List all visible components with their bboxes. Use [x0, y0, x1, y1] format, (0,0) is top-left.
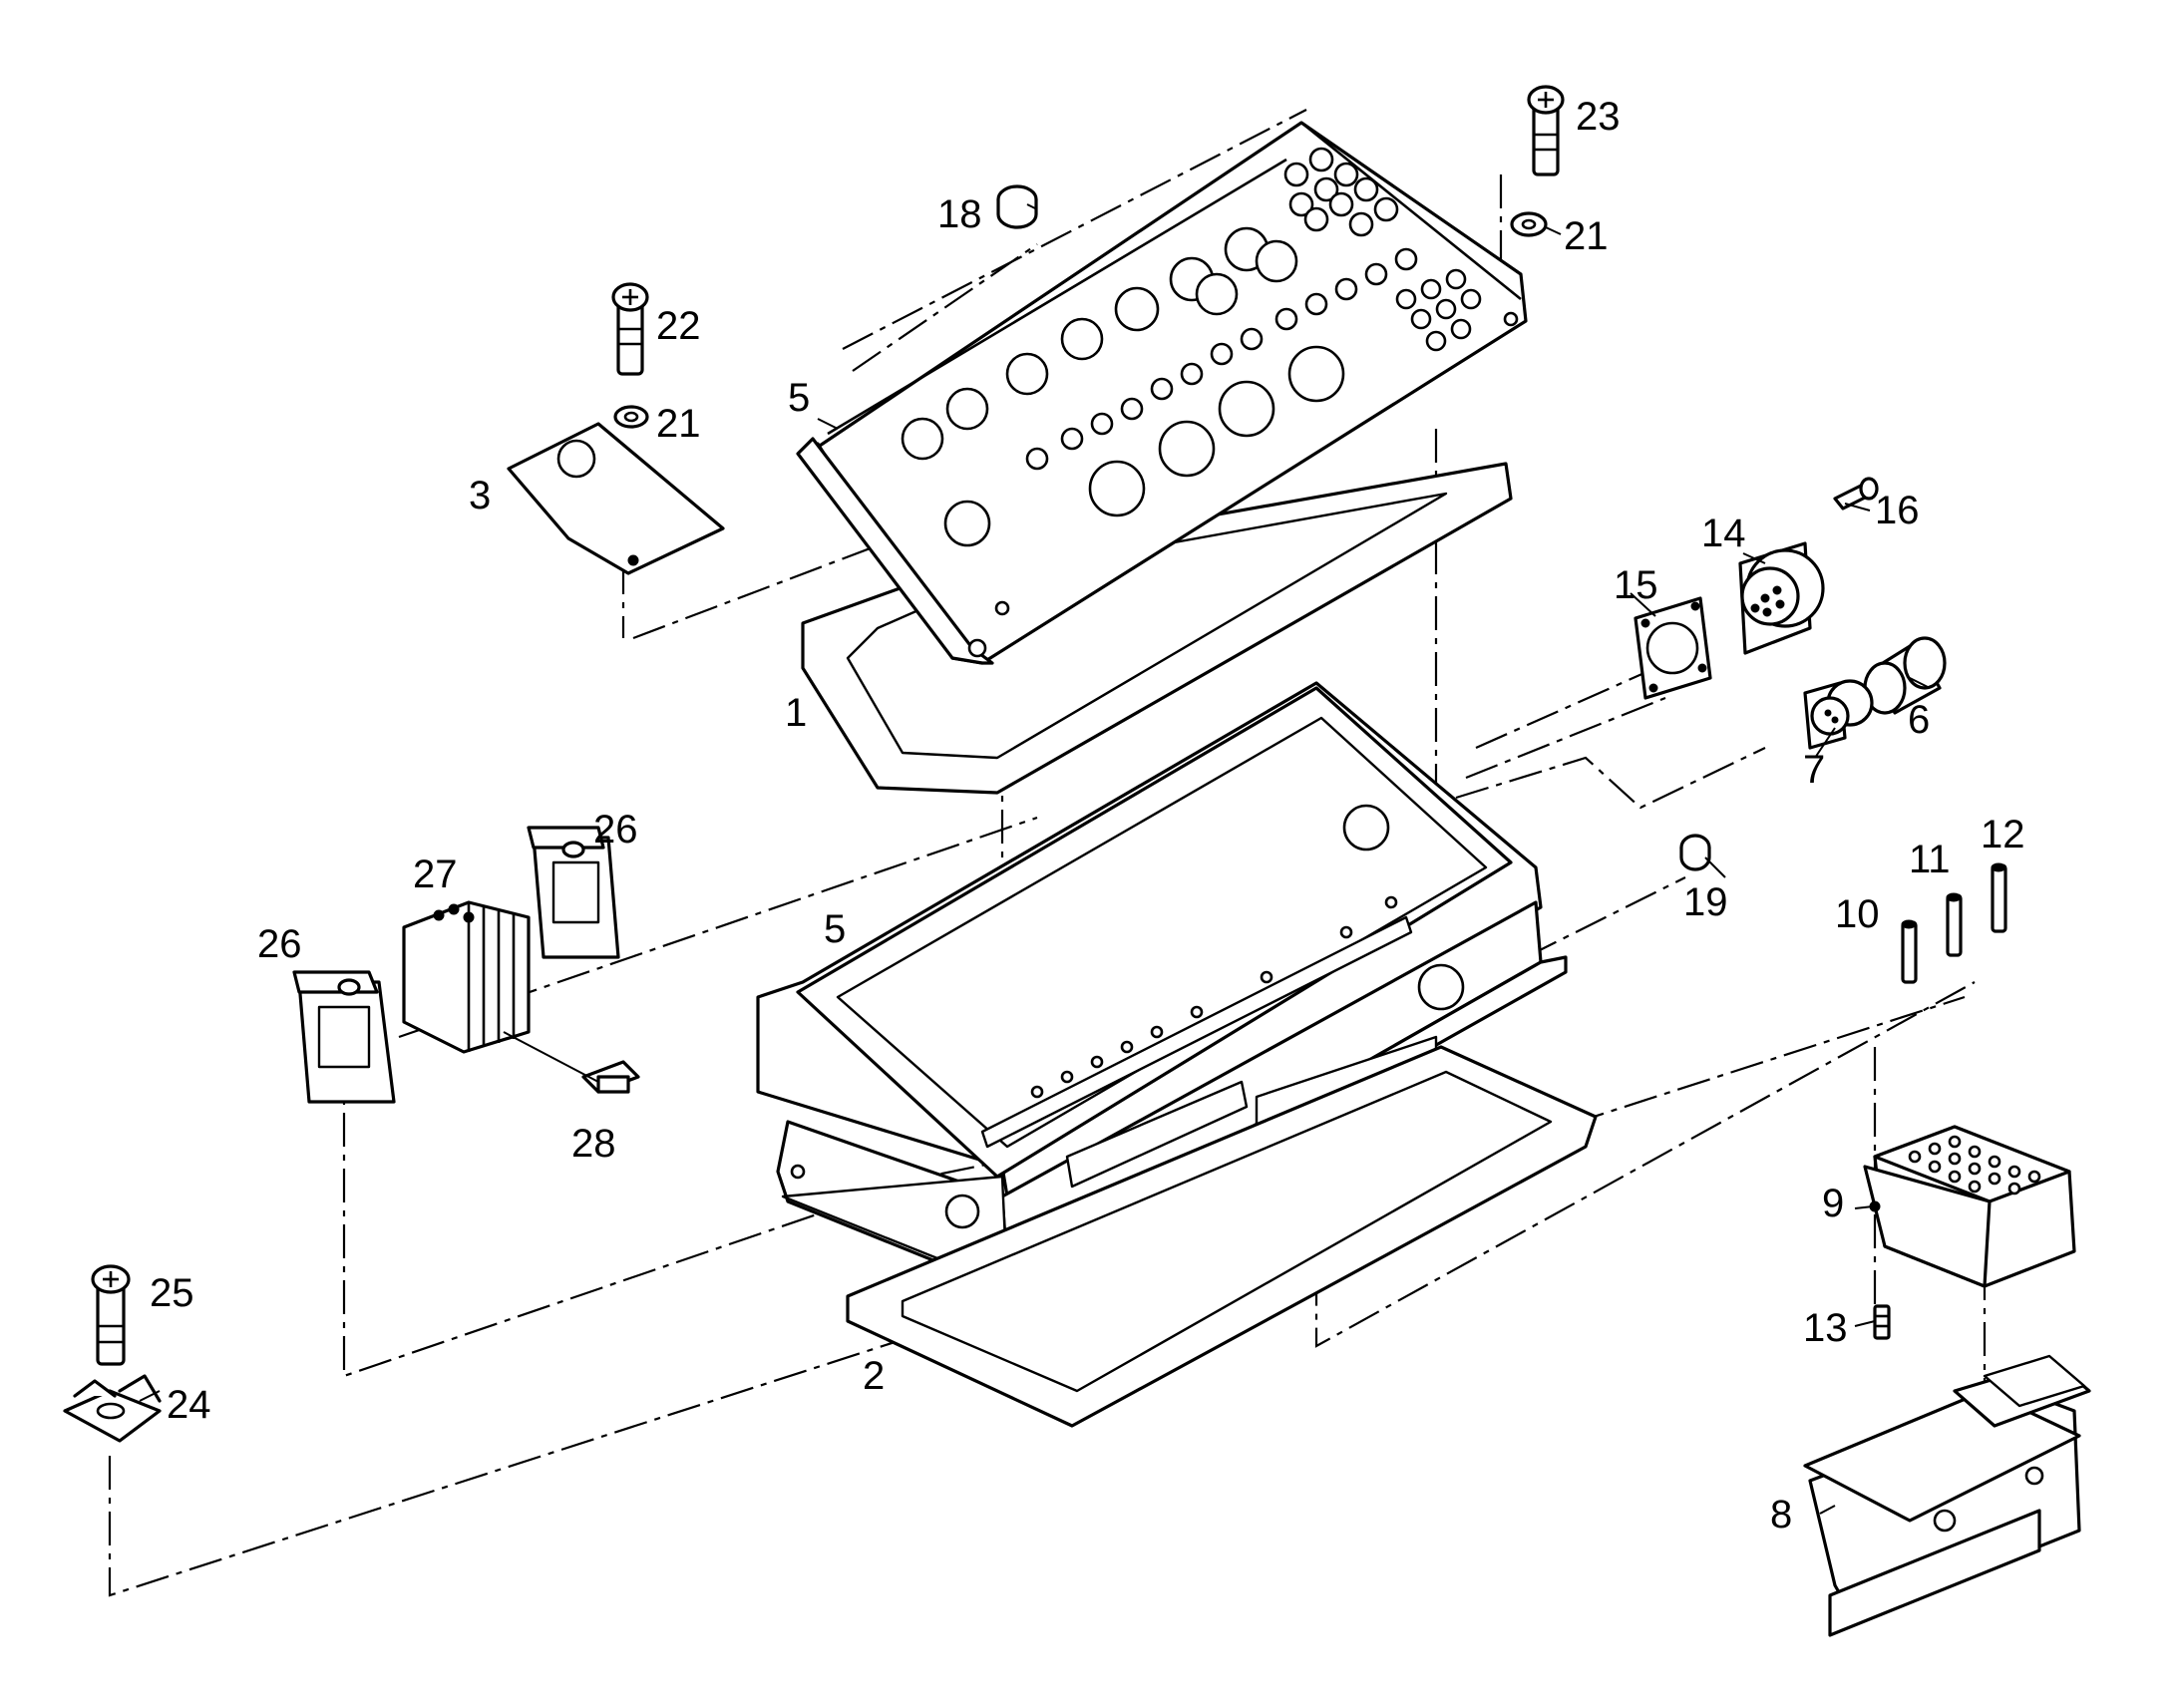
callout-26-top: 26	[593, 808, 638, 852]
washer-21-right	[1510, 211, 1548, 237]
callout-27: 27	[413, 853, 458, 896]
flange-15	[1634, 596, 1712, 700]
leader-lines	[139, 203, 1931, 1515]
bracket-plate	[507, 422, 725, 575]
screw-25	[91, 1264, 131, 1366]
callout-8: 8	[1770, 1493, 1792, 1537]
callout-25: 25	[150, 1271, 194, 1315]
pin-12	[1991, 862, 2007, 933]
terminal-block-27	[402, 900, 531, 1054]
callout-1: 1	[785, 691, 807, 735]
callout-11: 11	[1909, 838, 1951, 881]
callout-6: 6	[1908, 698, 1930, 742]
gasket-base	[846, 1045, 1598, 1428]
screw-13	[1873, 1304, 1891, 1340]
insert-pin-grid	[1908, 1135, 2041, 1196]
callout-22: 22	[656, 304, 701, 348]
end-clamp-26-top	[527, 826, 620, 959]
screw-16	[1833, 477, 1879, 511]
cover-holes	[901, 147, 1519, 658]
pin-10	[1901, 919, 1918, 984]
callout-21-right: 21	[1564, 214, 1609, 258]
callout-16: 16	[1875, 489, 1920, 532]
callout-14: 14	[1701, 512, 1746, 555]
callout-2: 2	[863, 1354, 885, 1398]
callout-19: 19	[1683, 880, 1728, 924]
insert-9	[1863, 1125, 2076, 1288]
jumper-28	[581, 1060, 640, 1094]
pin-11	[1946, 892, 1963, 957]
cover-plate	[796, 121, 1528, 665]
callout-7: 7	[1803, 748, 1825, 792]
plug-19	[1679, 834, 1711, 871]
callout-5-cover: 5	[788, 376, 810, 420]
ring-6	[1863, 636, 1947, 715]
hood-8	[1803, 1354, 2091, 1637]
connector-7	[1803, 679, 1874, 750]
plug-18	[996, 184, 1038, 229]
callout-26-bottom: 26	[257, 922, 302, 966]
callout-10: 10	[1835, 892, 1880, 936]
callout-12: 12	[1981, 813, 2025, 856]
callout-24: 24	[167, 1383, 211, 1427]
callout-18: 18	[937, 192, 982, 236]
clip-24	[63, 1374, 162, 1443]
callout-23: 23	[1576, 95, 1621, 139]
callout-labels: 1 2 3 5 5 6 7 8 9 10 11 12 13 14 15 16 1…	[150, 95, 2025, 1537]
callout-15: 15	[1614, 563, 1658, 607]
callout-28: 28	[571, 1122, 616, 1166]
screw-22	[611, 282, 649, 376]
callout-5-housing: 5	[824, 907, 846, 951]
end-clamp-26-bottom	[292, 970, 396, 1104]
callout-21-left: 21	[656, 402, 701, 446]
screw-23	[1527, 85, 1565, 176]
connector-14	[1738, 541, 1825, 655]
callout-13: 13	[1803, 1306, 1848, 1350]
callout-3: 3	[469, 474, 491, 517]
callout-9: 9	[1822, 1182, 1844, 1225]
washer-21-left	[613, 405, 649, 429]
